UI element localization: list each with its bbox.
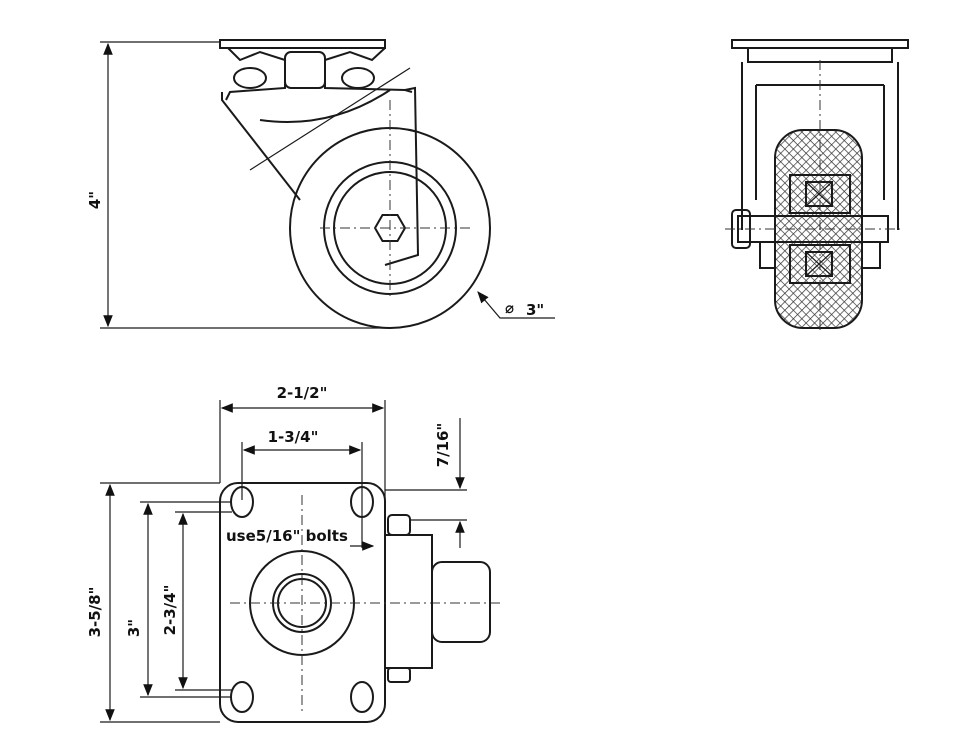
bolt-hole [230,681,254,713]
side-view: 4" ⌀ 3" [86,39,555,329]
swivel-bearing [225,47,413,101]
diameter-symbol: ⌀ [505,299,514,317]
wheel-top [431,561,491,643]
plate-width-label: 2-1/2" [277,384,328,402]
hole-spacing-width-label: 1-3/4" [268,428,319,446]
bolt-note: use5/16" bolts [226,527,348,545]
top-plate [219,39,386,49]
hole-spacing-inner-label: 2-3/4" [161,585,179,636]
overall-height-label: 4" [86,191,104,209]
front-view [725,39,909,330]
fork-body [385,534,433,669]
offset-label: 7/16" [434,423,452,468]
bolt-hole [350,681,374,713]
wheel-diameter-label: 3" [526,301,544,319]
fork [221,86,420,266]
plate-length-label: 3-5/8" [86,587,104,638]
bottom-view: 2-1/2" 1-3/4" 7/16" use5/16" bolts 3-5/8… [86,384,500,723]
hole-spacing-outer-label: 3" [125,619,143,637]
